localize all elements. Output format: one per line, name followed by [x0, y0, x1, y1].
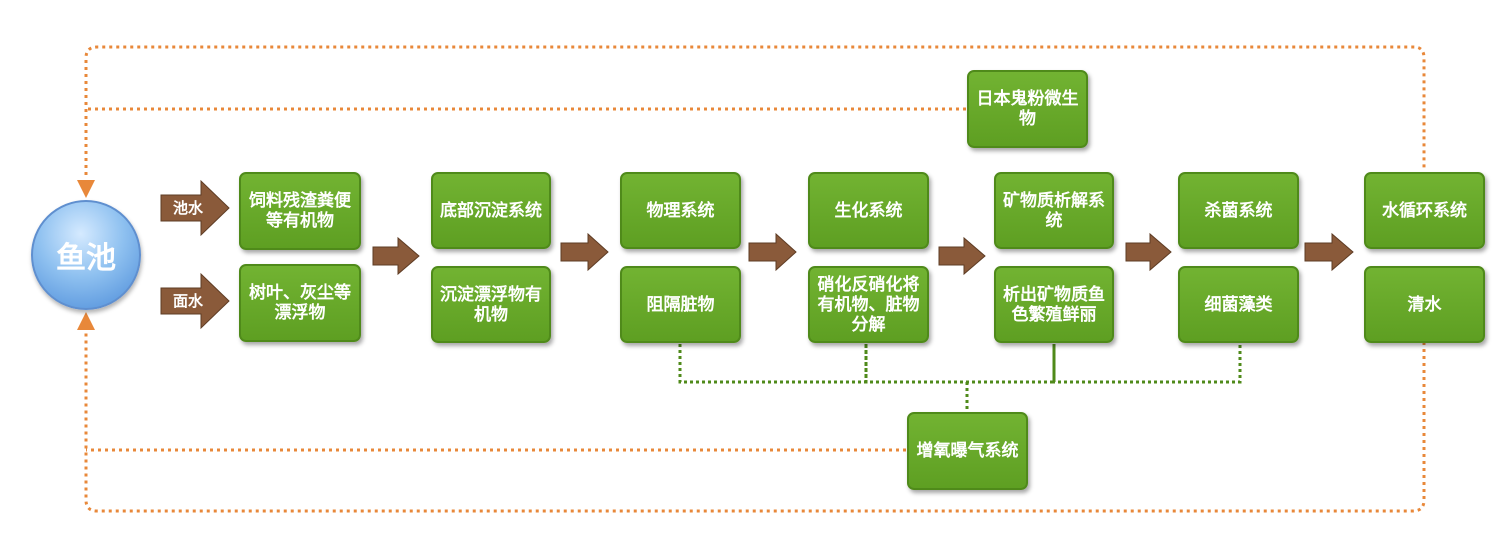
- sediment-system-box: 底部沉淀系统: [431, 172, 551, 249]
- arrow-step-2: [560, 232, 609, 272]
- return-loop-outer: [84, 45, 1426, 175]
- arrow-into-pond-bottom: [77, 312, 95, 330]
- mineral-system-box: 矿物质析解系统: [994, 172, 1114, 249]
- return-loop-bottom: [84, 330, 1426, 513]
- aeration-links: [678, 344, 1242, 412]
- bacteria-algae-box: 细菌藻类: [1178, 266, 1299, 343]
- arrow-input-surface-water: [160, 272, 230, 330]
- aeration-box: 增氧曝气系统: [907, 412, 1028, 490]
- physical-system-box: 物理系统: [620, 172, 741, 249]
- nitrification-box: 硝化反硝化将有机物、脏物分解: [808, 266, 929, 343]
- arrow-step-1: [372, 236, 420, 276]
- microbe-box: 日本鬼粉微生物: [967, 70, 1088, 148]
- arrow-step-5: [1125, 232, 1172, 272]
- clean-water-box: 清水: [1364, 266, 1485, 343]
- feed-residue-box: 饲料残渣粪便等有机物: [239, 172, 361, 250]
- sterilize-system-box: 杀菌系统: [1178, 172, 1299, 249]
- sediment-floating-box: 沉淀漂浮物有机物: [431, 266, 551, 343]
- arrow-step-4: [938, 236, 986, 276]
- arrow-input-pond-water: [160, 179, 230, 237]
- arrow-step-6: [1304, 232, 1354, 272]
- mineral-release-box: 析出矿物质鱼色繁殖鲜丽: [994, 266, 1114, 343]
- leaves-dust-box: 树叶、灰尘等漂浮物: [239, 264, 361, 342]
- block-dirt-box: 阻隔脏物: [620, 266, 741, 343]
- fish-pond-node: 鱼池: [31, 200, 141, 310]
- biochem-system-box: 生化系统: [808, 172, 929, 249]
- arrow-step-3: [748, 232, 797, 272]
- water-cycle-box: 水循环系统: [1364, 172, 1485, 249]
- input-pond-water-label: 池水: [172, 199, 203, 217]
- input-surface-water-label: 面水: [172, 292, 203, 310]
- arrow-into-pond-top: [77, 180, 95, 198]
